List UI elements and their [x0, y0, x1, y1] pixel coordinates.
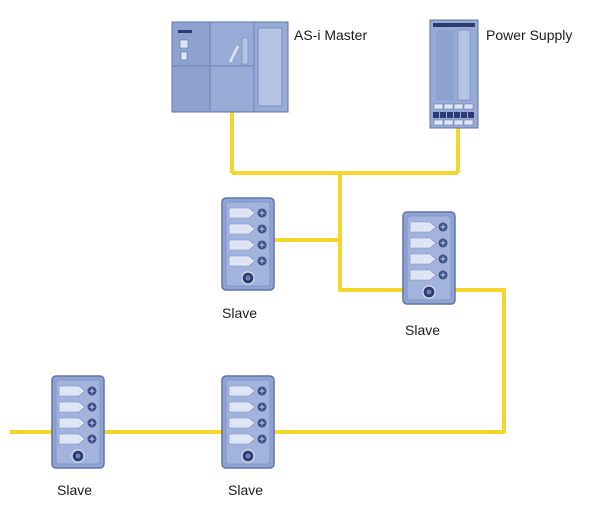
power-supply-label: Power Supply [486, 27, 573, 43]
slave-label-1: Slave [222, 305, 258, 321]
slave-module-1 [221, 197, 275, 291]
cable-branch [338, 173, 403, 292]
slave-module-2 [402, 211, 456, 305]
power-supply-device [429, 19, 479, 129]
master-label: AS-i Master [294, 27, 368, 43]
slave-label-4: Slave [228, 482, 264, 498]
as-i-master-device [171, 21, 289, 113]
slave-label-2: Slave [405, 322, 441, 338]
slave-module-3 [51, 375, 105, 469]
slave-module-4 [221, 375, 275, 469]
slave-label-3: Slave [57, 482, 93, 498]
